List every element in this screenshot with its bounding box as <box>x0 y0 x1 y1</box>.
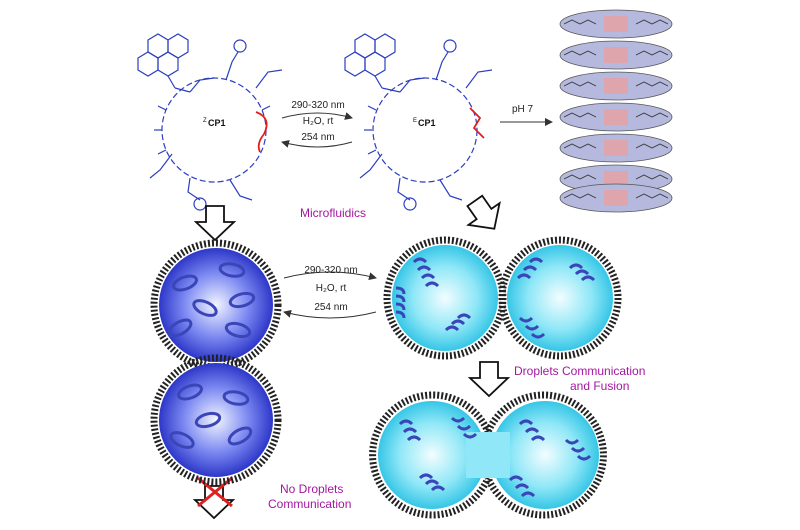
stack-ring <box>559 133 673 163</box>
top-forward-arrow <box>281 112 353 120</box>
mid-reverse-wavelength: 254 nm <box>314 302 348 313</box>
down-arrow-middle <box>467 361 511 398</box>
e-cp1-sup: E <box>413 118 417 124</box>
stack-ring <box>559 9 673 39</box>
stack-ring <box>559 102 673 132</box>
e-cp1-molecule <box>344 33 493 211</box>
microfluidics-label: Microfluidics <box>300 206 367 220</box>
top-reverse-arrow <box>281 140 353 148</box>
no-communication-line1: No Droplets <box>280 482 344 496</box>
down-arrow-left <box>193 205 237 242</box>
top-conditions: H₂O, rt <box>302 116 334 127</box>
e-cp1-label: CP1 <box>418 118 436 128</box>
stack-ring <box>559 40 673 70</box>
communication-label-line2: and Fusion <box>570 379 630 393</box>
nanotube-bundle-icon <box>395 257 596 339</box>
stack-ring <box>559 71 673 101</box>
mid-forward-wavelength: 290-320 nm <box>304 265 358 276</box>
e-azo-bond <box>469 107 485 139</box>
nanotube-bundle-icon <box>398 416 592 498</box>
mid-conditions: H₂O, rt <box>315 283 347 294</box>
cyan-droplet-pair <box>383 236 622 360</box>
ph-label: pH 7 <box>512 104 534 115</box>
z-cp1-label: CP1 <box>208 118 226 128</box>
top-reverse-wavelength: 254 nm <box>301 132 335 143</box>
blue-droplet-upper <box>150 239 282 371</box>
top-forward-wavelength: 290-320 nm <box>291 100 345 111</box>
down-arrow-blocked <box>192 476 236 520</box>
pyrene-icon <box>137 33 191 93</box>
peptide-ring-icon <box>169 383 253 449</box>
stack-ring <box>559 183 673 213</box>
fused-droplet <box>369 391 607 519</box>
communication-label-line1: Droplets Communication <box>514 364 646 378</box>
mid-reverse-arrow <box>283 309 377 319</box>
z-cp1-molecule <box>137 33 283 211</box>
cross-icon <box>197 476 233 508</box>
nanotube-stack <box>559 9 673 213</box>
no-communication-line2: Communication <box>268 497 352 511</box>
z-azo-bond <box>255 111 268 153</box>
down-arrow-right-diagonal <box>466 194 501 230</box>
blue-droplet-lower <box>150 354 282 486</box>
mid-forward-arrow <box>283 271 377 281</box>
pyrene-icon <box>344 33 401 93</box>
z-cp1-sup: Z <box>203 118 207 124</box>
peptide-ring-icon <box>167 262 256 339</box>
